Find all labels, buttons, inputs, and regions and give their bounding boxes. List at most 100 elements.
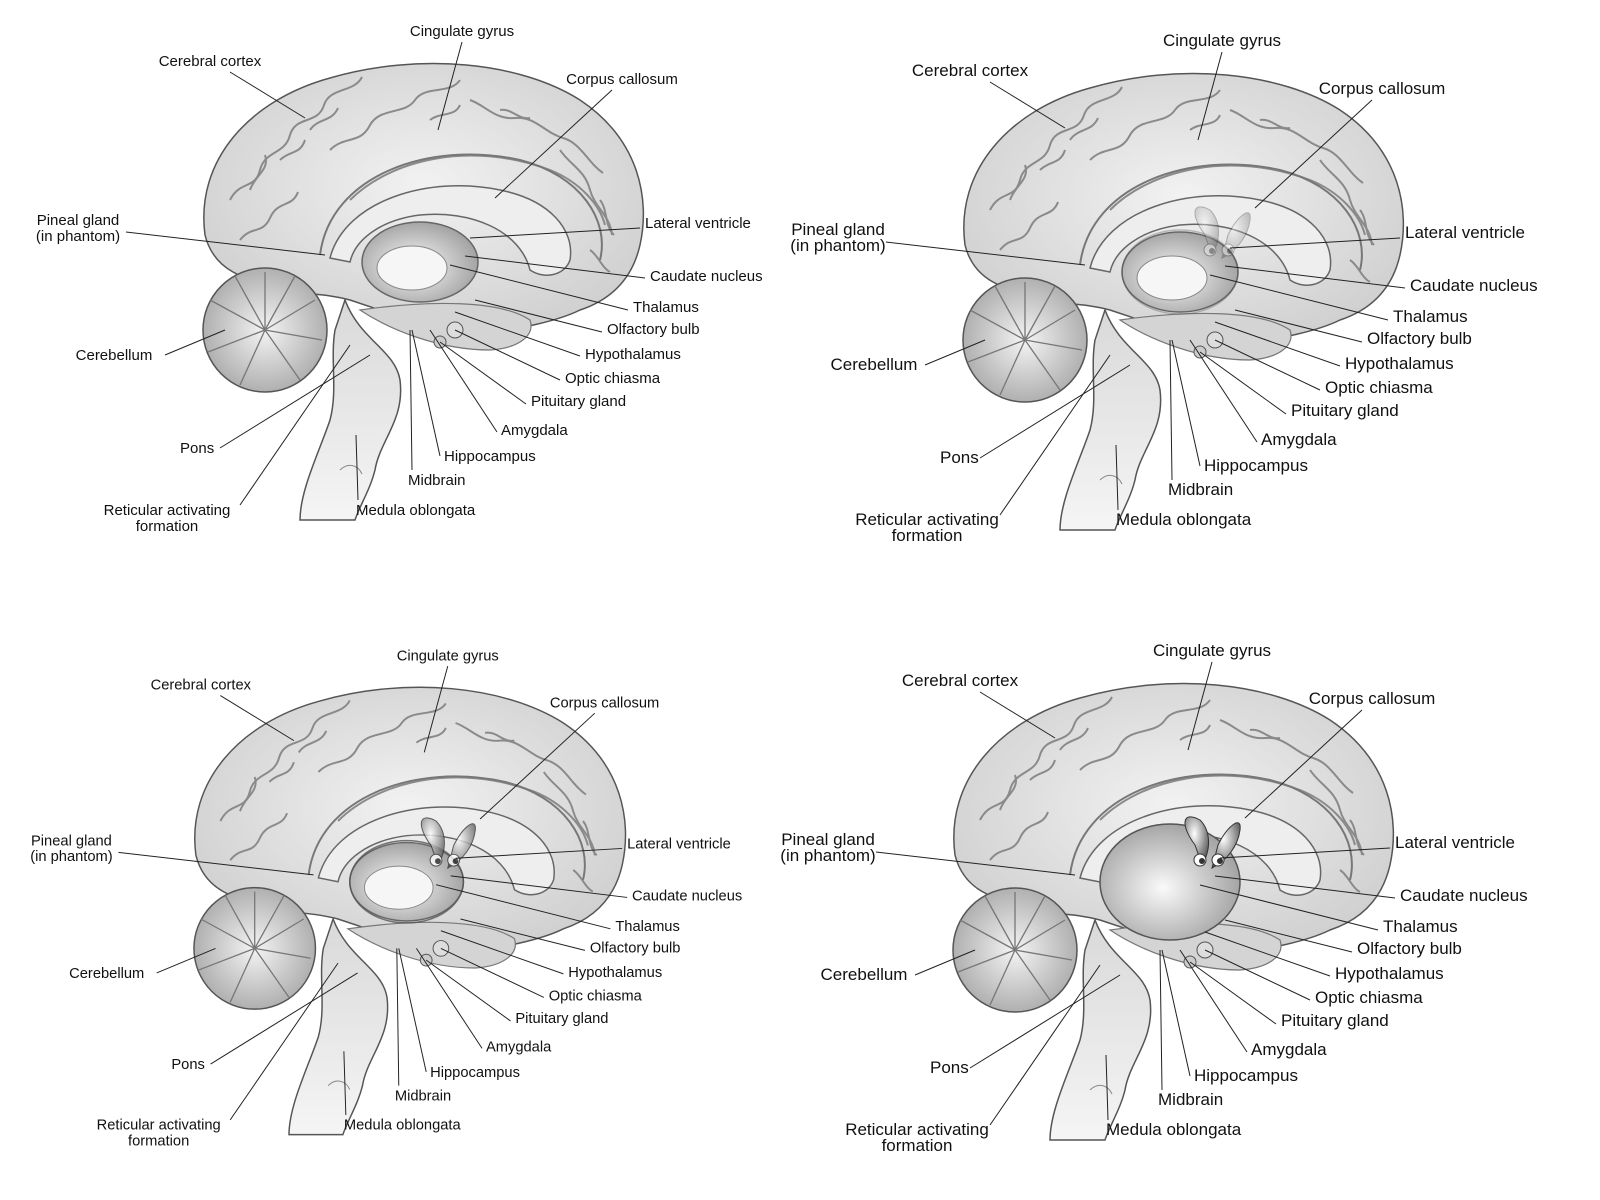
leader-line: [875, 851, 1076, 876]
label-cerebral-cortex: Cerebral cortex: [159, 53, 306, 119]
label-text: Pineal gland: [791, 220, 885, 239]
leader-line: [1159, 949, 1163, 1091]
label-text: Cerebellum: [821, 965, 908, 984]
label-cerebellum: Cerebellum: [821, 949, 976, 984]
leader-line: [355, 434, 359, 501]
label-cerebral-cortex: Cerebral cortex: [912, 61, 1066, 129]
label-text: Cingulate gyrus: [397, 648, 499, 664]
label-hippocampus: Hippocampus: [1161, 949, 1298, 1085]
label-text: Cerebral cortex: [902, 671, 1019, 690]
lateral-ventricle-icon: [1184, 816, 1241, 869]
leader-line: [440, 947, 545, 998]
leader-line: [1224, 265, 1406, 289]
label-text: Pineal gland: [781, 830, 875, 849]
leader-line: [343, 1051, 347, 1116]
leader-line: [1214, 321, 1341, 367]
leader-line: [460, 918, 586, 951]
label-text: Caudate nucleus: [650, 268, 763, 285]
label-cingulate-gyrus: Cingulate gyrus: [410, 23, 514, 131]
leader-line: [494, 89, 613, 199]
label-text: formation: [882, 1136, 953, 1155]
label-text: Reticular activating: [855, 510, 999, 529]
label-olfactory-bulb: Olfactory bulb: [474, 299, 700, 338]
label-optic-chiasma: Optic chiasma: [1204, 949, 1423, 1007]
leader-line: [979, 691, 1056, 739]
leader-line: [118, 851, 314, 876]
label-amygdala: Amygdala: [429, 329, 568, 439]
label-text: Thalamus: [615, 919, 680, 935]
label-text: Cerebral cortex: [912, 61, 1029, 80]
leader-line: [1209, 274, 1389, 321]
label-cerebellum: Cerebellum: [69, 947, 216, 982]
leader-line: [1224, 919, 1353, 953]
label-thalamus: Thalamus: [435, 884, 680, 935]
label-text: (in phantom): [30, 849, 112, 865]
leader-line: [989, 81, 1066, 129]
leader-line: [969, 974, 1121, 1069]
label-thalamus: Thalamus: [1209, 274, 1468, 326]
leader-line: [411, 329, 441, 457]
label-text: Amygdala: [486, 1039, 552, 1055]
label-lateral-ventricle: Lateral ventricle: [455, 836, 731, 859]
leader-line: [1204, 949, 1311, 1001]
leader-line: [409, 329, 413, 471]
leader-line: [1214, 875, 1396, 899]
label-text: Medula oblongata: [1106, 1120, 1242, 1139]
label-text: Optic chiasma: [1315, 988, 1423, 1007]
label-text: formation: [136, 518, 199, 535]
leader-line: [479, 712, 596, 820]
label-text: Midbrain: [1158, 1090, 1223, 1109]
label-text: Pons: [940, 448, 979, 467]
leader-line: [229, 962, 339, 1121]
label-text: Pituitary gland: [1281, 1011, 1389, 1030]
leader-line: [1187, 661, 1213, 751]
label-midbrain: Midbrain: [1158, 949, 1223, 1109]
leader-line: [439, 341, 527, 405]
label-text: Pons: [171, 1057, 204, 1073]
label-optic-chiasma: Optic chiasma: [454, 329, 661, 387]
brain-illustration: [202, 62, 645, 522]
label-optic-chiasma: Optic chiasma: [440, 947, 643, 1004]
leader-line: [1197, 51, 1223, 141]
label-medula-oblongata: Medula oblongata: [1115, 444, 1252, 529]
leader-line: [464, 255, 646, 279]
leader-line: [220, 695, 295, 742]
label-text: Pineal gland: [37, 212, 120, 229]
label-medula-oblongata: Medula oblongata: [343, 1051, 461, 1134]
label-pineal-gland: Pineal gland(in phantom): [36, 212, 326, 256]
label-olfactory-bulb: Olfactory bulb: [460, 918, 680, 956]
label-text: Pituitary gland: [1291, 401, 1399, 420]
label-text: Caudate nucleus: [632, 888, 742, 904]
label-pituitary-gland: Pituitary gland: [1189, 961, 1389, 1030]
label-amygdala: Amygdala: [1179, 949, 1327, 1059]
label-text: Cerebral cortex: [151, 678, 252, 694]
label-midbrain: Midbrain: [395, 948, 451, 1104]
label-pineal-gland: Pineal gland(in phantom): [790, 220, 1086, 266]
label-cerebral-cortex: Cerebral cortex: [902, 671, 1056, 739]
label-text: Cingulate gyrus: [410, 23, 514, 40]
leader-line: [454, 329, 561, 381]
label-text: Caudate nucleus: [1400, 886, 1528, 905]
label-corpus-callosum: Corpus callosum: [479, 695, 659, 820]
leader-line: [435, 884, 611, 930]
label-text: Corpus callosum: [566, 71, 678, 88]
leader-line: [450, 875, 628, 898]
label-text: Midbrain: [408, 472, 466, 489]
label-pons: Pons: [930, 974, 1121, 1077]
label-pituitary-gland: Pituitary gland: [1199, 351, 1399, 420]
label-lateral-ventricle: Lateral ventricle: [1219, 833, 1515, 859]
label-text: Hippocampus: [1194, 1066, 1298, 1085]
leader-line: [1254, 99, 1373, 209]
leader-line: [429, 329, 498, 433]
leader-line: [1171, 339, 1201, 467]
label-text: Thalamus: [1393, 307, 1468, 326]
label-text: Hypothalamus: [1335, 964, 1444, 983]
label-text: Hippocampus: [430, 1065, 520, 1081]
leader-line: [1199, 884, 1379, 931]
leader-line: [415, 948, 483, 1049]
label-cingulate-gyrus: Cingulate gyrus: [1163, 31, 1281, 141]
label-corpus-callosum: Corpus callosum: [1254, 79, 1445, 209]
